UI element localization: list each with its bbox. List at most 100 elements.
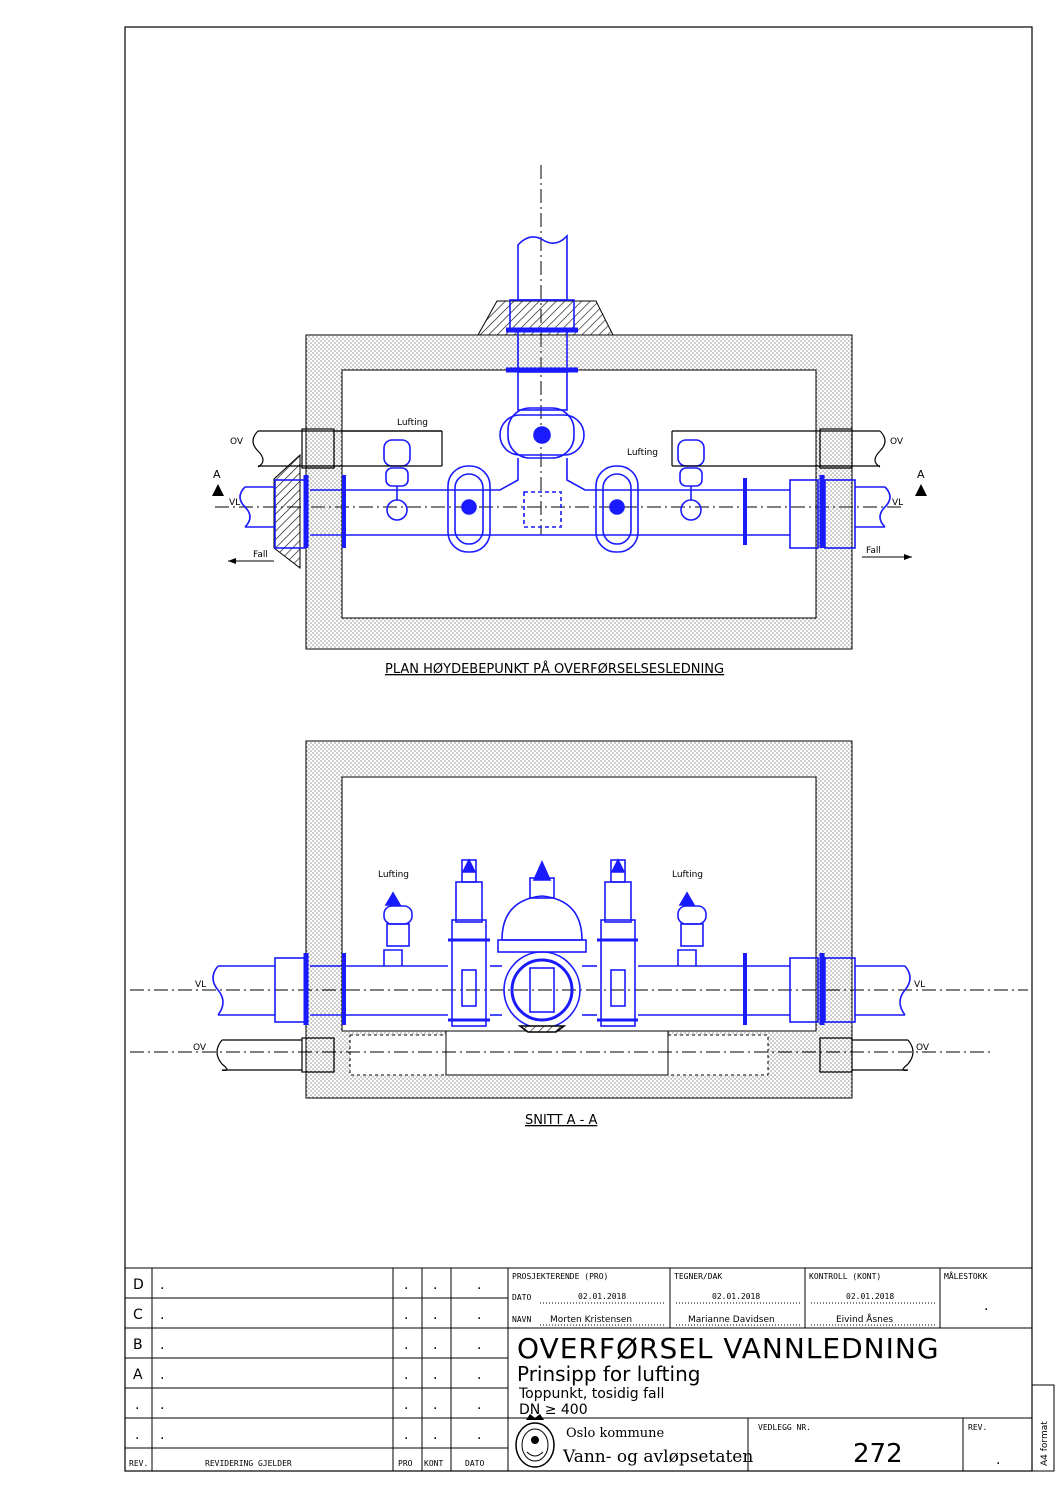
svg-text:.: .	[433, 1337, 437, 1353]
section-air-valve-left	[383, 891, 413, 947]
malestokk-value: .	[984, 1298, 988, 1314]
plan-view: Lufting Lufting OV OV VL VL A A Fall Fal…	[212, 165, 927, 677]
plan-lufting-right-label: Lufting	[627, 448, 658, 458]
svg-text:.: .	[160, 1277, 164, 1293]
plan-gate-valve-right	[595, 465, 639, 553]
svg-text:.: .	[433, 1427, 437, 1443]
section-ov-right-label: OV	[916, 1043, 930, 1053]
format-label: A4 format	[1040, 1421, 1050, 1466]
pro-dato: 02.01.2018	[578, 1292, 626, 1301]
svg-text:.: .	[433, 1307, 437, 1323]
plan-arrow-a-right	[915, 484, 927, 496]
plan-vertical-pipe	[345, 233, 745, 491]
section-lufting-right-label: Lufting	[672, 870, 703, 880]
plan-ov-pipes	[252, 428, 886, 469]
rev-label: REV.	[968, 1423, 987, 1432]
rev-header-dato: DATO	[465, 1459, 484, 1468]
org-name-2: Vann- og avløpsetaten	[562, 1447, 753, 1467]
svg-text:.: .	[477, 1397, 481, 1413]
plan-main-pipe	[239, 475, 891, 549]
prosjekterende-label: PROSJEKTERENDE (PRO)	[512, 1272, 608, 1281]
svg-text:.: .	[404, 1337, 408, 1353]
section-lufting-left-label: Lufting	[378, 870, 409, 880]
section-chamber-interior	[341, 776, 817, 1032]
rev-row-1-rev: C	[133, 1307, 143, 1323]
navn-label: NAVN	[512, 1315, 531, 1324]
svg-text:.: .	[433, 1367, 437, 1383]
plan-ov-right-label: OV	[890, 437, 904, 447]
section-gate-valve-right	[597, 858, 638, 1027]
svg-text:.: .	[404, 1307, 408, 1323]
rev-row-3-rev: A	[133, 1367, 143, 1383]
rev-header-desc: REVIDERING GJELDER	[205, 1459, 292, 1468]
rev-row-2-rev: B	[133, 1337, 143, 1353]
plan-section-marker-right: A	[917, 468, 925, 481]
drawing-title: OVERFØRSEL VANNLEDNING	[517, 1332, 940, 1365]
svg-text:.: .	[160, 1397, 164, 1413]
malestokk-label: MÅLESTOKK	[944, 1270, 988, 1281]
drawing-line4: DN ≥ 400	[519, 1402, 588, 1418]
plan-vl-left-label: VL	[229, 498, 240, 508]
svg-text:.: .	[477, 1427, 481, 1443]
plan-section-marker-left: A	[213, 468, 221, 481]
svg-text:.: .	[404, 1277, 408, 1293]
svg-text:.: .	[160, 1427, 164, 1443]
plan-lufting-left-label: Lufting	[397, 418, 428, 428]
revision-table: D . . . . C . . . . B . . . . A . . . . …	[129, 1277, 484, 1468]
plan-wall-hatch	[273, 453, 301, 570]
section-ov-left-label: OV	[193, 1043, 207, 1053]
drawing-subtitle: Prinsipp for lufting	[517, 1362, 700, 1386]
dato-label: DATO	[512, 1293, 531, 1302]
plan-ov-left-label: OV	[230, 437, 244, 447]
vedlegg-area: VEDLEGG NR. 272 REV. . A4 format	[758, 1421, 1050, 1469]
kontroll-navn: Eivind Åsnes	[836, 1313, 893, 1325]
vedlegg-number: 272	[853, 1439, 903, 1469]
svg-text:.: .	[404, 1427, 408, 1443]
plan-fall-right-label: Fall	[866, 546, 881, 556]
vedlegg-label: VEDLEGG NR.	[758, 1423, 811, 1432]
section-vl-pipe	[212, 949, 911, 1025]
plan-caption: PLAN HØYDEBEPUNKT PÅ OVERFØRSELSESLEDNIN…	[385, 661, 724, 677]
svg-text:.: .	[477, 1367, 481, 1383]
svg-text:.: .	[477, 1307, 481, 1323]
rev-row-0-rev: D	[133, 1277, 144, 1293]
tegner-dato: 02.01.2018	[712, 1292, 760, 1301]
rev-header-kont: KONT	[424, 1459, 443, 1468]
oslo-seal-icon	[515, 1414, 555, 1468]
section-gate-valve-left	[448, 858, 490, 1027]
svg-text:.: .	[477, 1337, 481, 1353]
svg-text:.: .	[160, 1337, 164, 1353]
svg-text:.: .	[433, 1397, 437, 1413]
rev-value: .	[996, 1452, 1000, 1468]
pro-navn: Morten Kristensen	[550, 1315, 632, 1325]
plan-vl-right-label: VL	[892, 498, 903, 508]
kontroll-dato: 02.01.2018	[846, 1292, 894, 1301]
section-view: Lufting Lufting VL VL OV OV SNITT A - A	[130, 740, 1028, 1128]
plan-fall-left-label: Fall	[253, 550, 268, 560]
plan-collar-hatch	[477, 300, 614, 336]
section-vl-right-label: VL	[914, 980, 925, 990]
section-air-valve-right	[677, 891, 707, 947]
section-vl-left-label: VL	[195, 980, 206, 990]
svg-text:.: .	[477, 1277, 481, 1293]
svg-text:.: .	[404, 1397, 408, 1413]
title-block	[124, 1267, 1055, 1472]
approval-block: PROSJEKTERENDE (PRO) TEGNER/DAK KONTROLL…	[512, 1270, 988, 1326]
plan-arrow-a-left	[212, 484, 224, 496]
drawing-title-area: OVERFØRSEL VANNLEDNING Prinsipp for luft…	[517, 1332, 940, 1418]
drawing-line3: Toppunkt, tosidig fall	[518, 1386, 664, 1402]
svg-text:.: .	[160, 1367, 164, 1383]
org-name-1: Oslo kommune	[566, 1426, 665, 1441]
plan-chamber-interior	[341, 369, 817, 619]
kontroll-label: KONTROLL (KONT)	[809, 1272, 881, 1281]
plan-gate-valve-left	[447, 465, 491, 553]
svg-text:.: .	[404, 1367, 408, 1383]
tegner-label: TEGNER/DAK	[674, 1272, 722, 1281]
rev-row-5-rev: .	[135, 1427, 139, 1443]
section-ov-pipe	[216, 1037, 914, 1073]
rev-header-pro: PRO	[398, 1459, 413, 1468]
rev-row-4-rev: .	[135, 1397, 139, 1413]
section-caption: SNITT A - A	[525, 1113, 597, 1128]
svg-text:.: .	[160, 1307, 164, 1323]
